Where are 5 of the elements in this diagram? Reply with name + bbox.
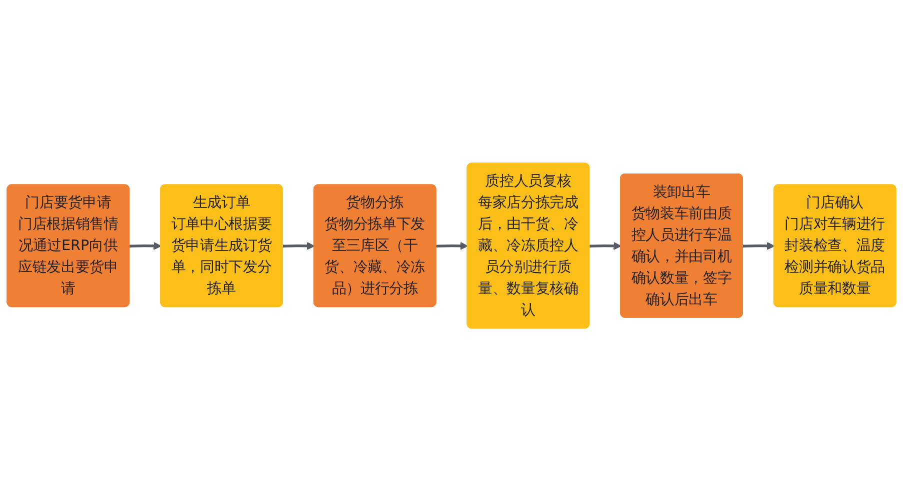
arrow (130, 242, 162, 250)
arrow (590, 242, 622, 250)
arrow (742, 242, 775, 250)
arrow (282, 242, 315, 250)
arrow (436, 242, 468, 250)
